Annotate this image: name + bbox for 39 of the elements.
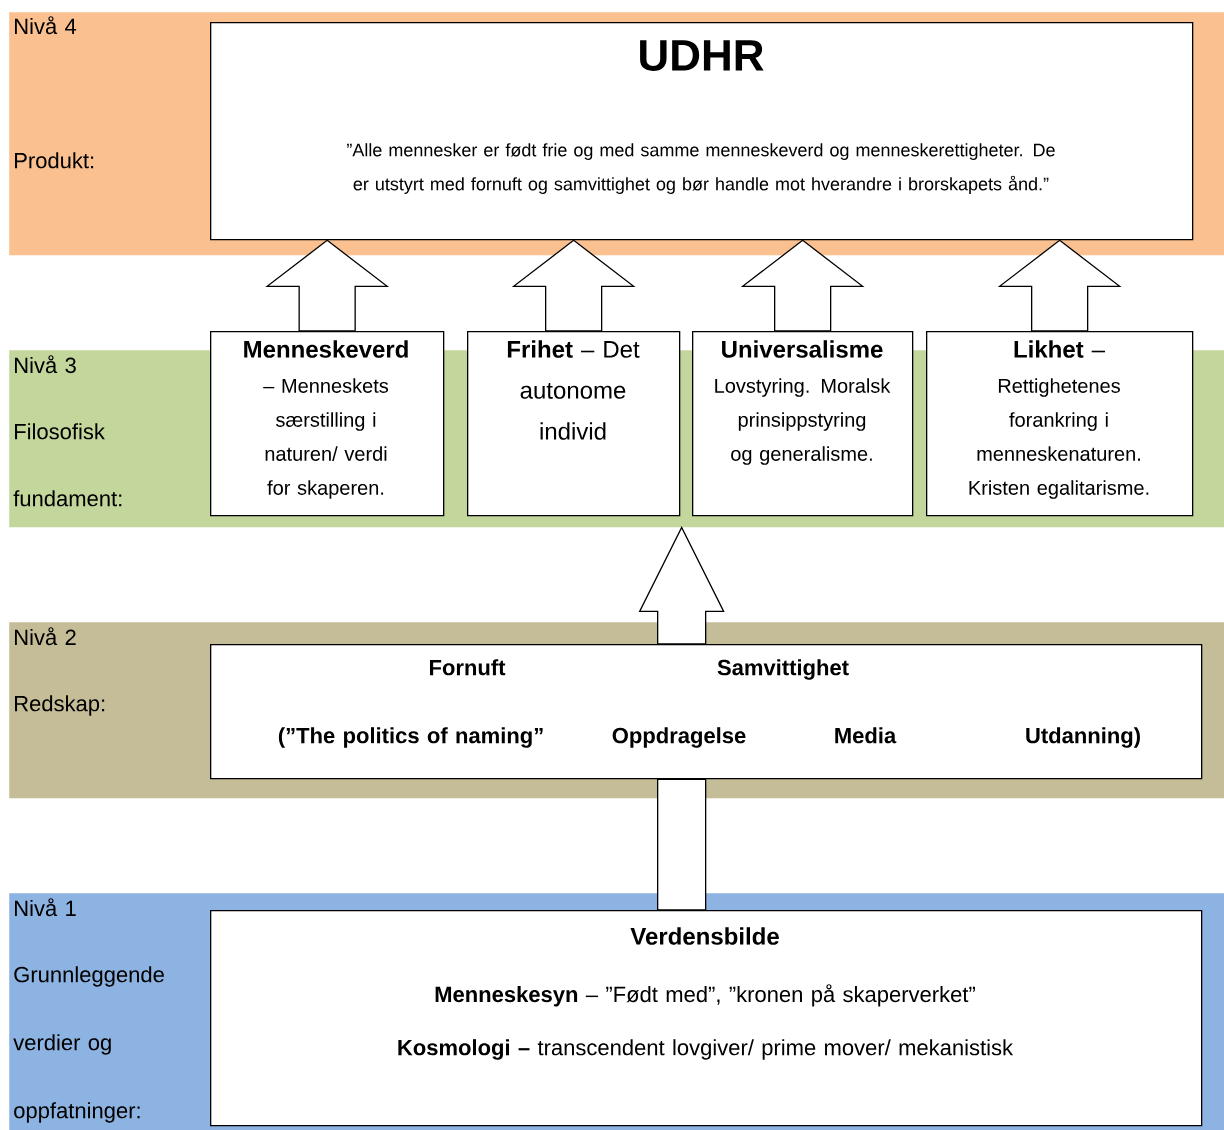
block-arrow — [997, 239, 1122, 332]
level-label: Nivå 2 — [15, 627, 76, 646]
text-box — [210, 644, 1203, 780]
box-text: Likhet – — [1014, 340, 1105, 358]
box-text: Universalisme — [722, 340, 883, 358]
block-arrow — [511, 239, 636, 332]
box-text: Verdensbilde — [630, 927, 779, 945]
box-text: Fornuft — [430, 659, 506, 676]
box-text: – Menneskets særstilling i naturen/ verdi for skaperen. — [263, 378, 389, 499]
block-arrow — [657, 778, 707, 911]
box-text: Kosmologi – transcendent lovgiver/ prime mover/ mekanistisk — [398, 1039, 1014, 1060]
level-label: Nivå 1 — [15, 898, 76, 917]
level-label: Produkt: — [15, 152, 94, 169]
level-label: Nivå 4 — [15, 16, 77, 35]
block-arrow — [638, 525, 725, 645]
box-text: Samvittighet — [717, 659, 849, 680]
level-label: Filosofisk fundament: — [13, 423, 122, 507]
box-text: Menneskesyn – ”Født med”, ”kronen på skaperverket” — [435, 984, 975, 1007]
text-box — [210, 22, 1194, 241]
level-label: Redskap: — [15, 695, 105, 716]
block-arrow — [265, 239, 390, 332]
box-text: ”Alle mennesker er født frie og med samme menneskeverd og menneskerettigheter. De er utstyrt med fornuft og samvittighet og bør handle mot hverandre i brorskapets ånd.” — [347, 143, 1055, 194]
level-label: Grunnleggende verdier og oppfatninger: — [13, 966, 164, 1123]
box-text: Lovstyring. Moralsk prinsippstyring og generalisme. — [715, 378, 891, 465]
box-text: UDHR — [640, 40, 764, 71]
box-text: (”The politics of naming” — [278, 727, 543, 748]
text-box — [926, 331, 1194, 517]
text-box — [210, 331, 445, 517]
text-box — [692, 331, 914, 517]
box-text: Menneskeverd — [244, 340, 408, 358]
box-text: Rettighetenes forankring i menneskenaturen. Kristen egalitarisme. — [969, 378, 1149, 499]
box-text: Oppdragelse — [612, 727, 746, 748]
box-text: Utdanning) — [1026, 727, 1140, 748]
text-box — [467, 331, 681, 517]
block-arrow — [740, 239, 865, 332]
text-box — [210, 910, 1203, 1127]
level-label: Nivå 3 — [15, 355, 76, 374]
box-text: Frihet – Det autonome individ — [507, 340, 640, 440]
box-text: Media — [835, 727, 897, 744]
